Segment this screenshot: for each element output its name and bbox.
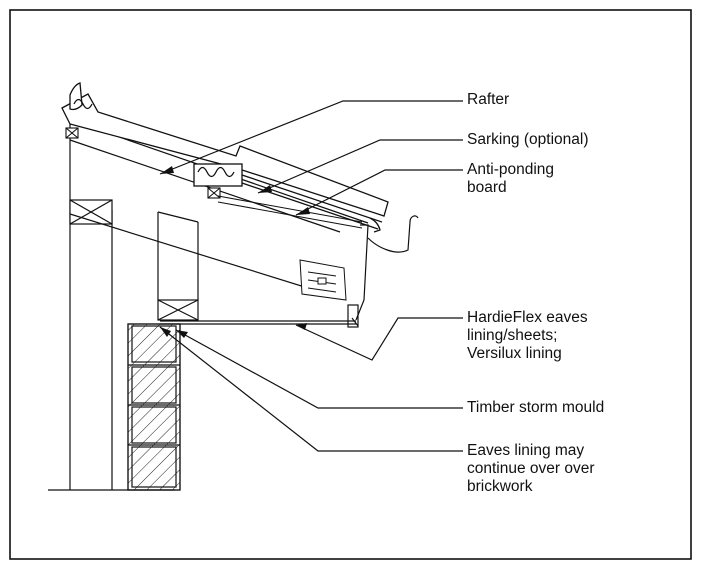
label-lining-line3: Versilux lining	[467, 345, 562, 362]
label-storm-mould: Timber storm mould	[467, 399, 605, 416]
leader-arrowheads	[160, 166, 310, 338]
anti-ponding-board	[217, 195, 363, 229]
label-anti-ponding-line1: Anti-ponding	[467, 161, 555, 178]
label-eaves-line2: continue over over	[467, 460, 595, 477]
label-lining-line2: lining/sheets;	[467, 327, 558, 344]
drawing-frame	[9, 9, 692, 560]
gutter-bracket	[367, 215, 419, 253]
label-sarking: Sarking (optional)	[467, 131, 589, 148]
label-lining-line1: HardieFlex eaves	[467, 309, 588, 326]
eaves-lining	[160, 320, 356, 325]
roof-tiles	[61, 82, 389, 233]
label-eaves-line1: Eaves lining may	[467, 442, 585, 459]
leader-lines	[159, 100, 463, 452]
label-eaves-line3: brickwork	[467, 478, 533, 495]
label-rafter: Rafter	[467, 91, 510, 108]
wall-stud	[69, 140, 113, 490]
ceiling-post	[157, 211, 199, 300]
framing-bracket	[299, 259, 347, 301]
fascia	[347, 304, 359, 328]
storm-mould	[157, 299, 199, 321]
label-anti-ponding-line2: board	[467, 179, 507, 196]
brickwork	[127, 323, 181, 491]
